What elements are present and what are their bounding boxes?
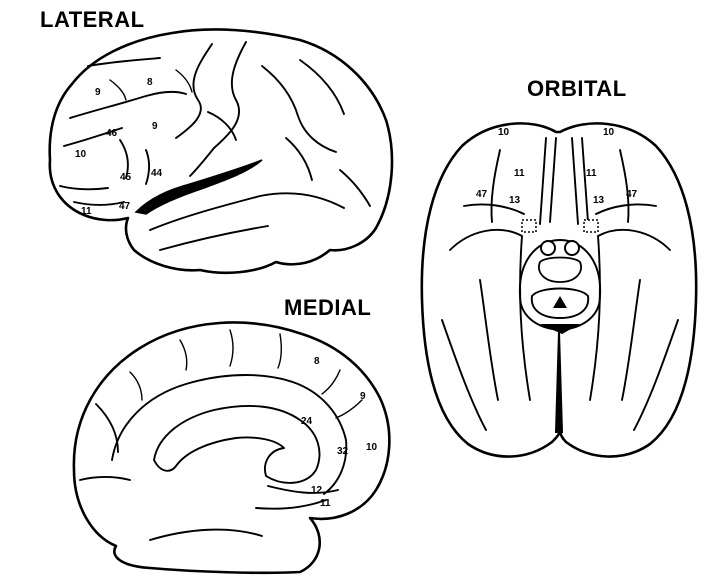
lateral-area-9-lower: 9 <box>152 121 158 132</box>
lateral-area-47: 47 <box>119 201 131 212</box>
orbital-area-11-left: 11 <box>514 168 525 179</box>
lateral-brain-outline <box>48 28 394 275</box>
medial-area-8: 8 <box>314 356 320 367</box>
lateral-area-45: 45 <box>120 172 132 183</box>
orbital-area-10-right: 10 <box>603 127 615 138</box>
medial-area-12: 12 <box>311 485 323 496</box>
lateral-view-title: LATERAL <box>40 7 145 32</box>
medial-brain-view: 8 9 24 32 10 12 11 <box>72 321 391 575</box>
lateral-area-44: 44 <box>151 168 163 179</box>
medial-area-9: 9 <box>360 391 366 402</box>
medial-view-title: MEDIAL <box>284 295 372 320</box>
sylvian-fissure <box>134 159 263 215</box>
lateral-area-46: 46 <box>106 128 118 139</box>
lateral-area-9-upper: 9 <box>95 87 101 98</box>
orbital-area-10-left: 10 <box>498 127 510 138</box>
orbital-area-13-left: 13 <box>509 195 521 206</box>
orbital-brain-view: 10 10 11 11 47 13 13 47 <box>420 122 698 458</box>
orbital-area-47-right: 47 <box>626 189 638 200</box>
orbital-area-47-left: 47 <box>476 189 488 200</box>
medial-area-24: 24 <box>301 416 313 427</box>
lateral-area-10: 10 <box>75 149 87 160</box>
medial-area-11: 11 <box>320 498 331 509</box>
lateral-brain-view: 9 8 46 9 10 45 44 47 11 <box>48 28 394 275</box>
medial-area-10: 10 <box>366 442 378 453</box>
lateral-area-11: 11 <box>81 206 92 217</box>
orbital-area-13-right: 13 <box>593 195 605 206</box>
orbital-area-11-right: 11 <box>586 168 597 179</box>
orbital-view-title: ORBITAL <box>527 76 627 101</box>
medial-brain-outline <box>72 321 391 575</box>
lateral-area-8: 8 <box>147 77 153 88</box>
medial-area-32: 32 <box>337 446 349 457</box>
